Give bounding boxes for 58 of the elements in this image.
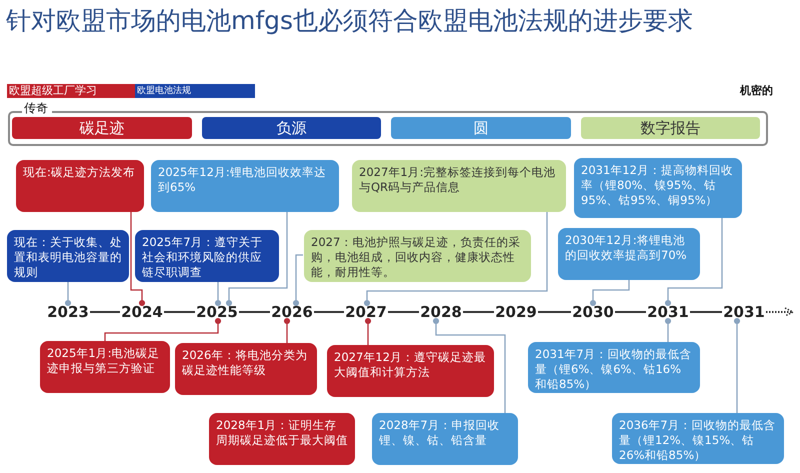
year-label: 2028 (420, 303, 462, 321)
timeline-line (388, 311, 419, 313)
timeline-line (538, 311, 571, 313)
event-box: 2026年：将电池分类为碳足迹性能等级 (175, 343, 317, 395)
year-label: 2027 (345, 303, 387, 321)
event-box: 现在:碳足迹方法发布 (16, 160, 144, 212)
event-box: 2025年1月:电池碳足迹申报与第三方验证 (40, 341, 170, 393)
event-box: 2028年1月：证明生存周期碳足迹低于最大阈值 (209, 413, 355, 465)
leader-line (664, 218, 723, 306)
timeline-line (314, 311, 344, 313)
year-label: 2026 (271, 303, 313, 321)
event-box: 现在：关于收集、处置和表明电池容量的规则 (7, 230, 129, 282)
year-label: 2030 (572, 303, 614, 321)
event-box: 2025年7月：遵守关于社会和环境风险的供应链尽职调查 (135, 230, 279, 282)
timeline-line (239, 311, 270, 313)
legend-swatch: 碳足迹 (12, 117, 192, 139)
event-box: 2031年7月：回收物的最低含量（锂6%、镍6%、钴16%和铅85%） (528, 342, 700, 393)
timeline-line (690, 311, 722, 313)
event-box: 2031年12月：提高物料回收率（锂80%、镍95%、钴95%、钴95%、铜95%） (574, 158, 742, 218)
timeline-line (90, 311, 120, 313)
leader-line (214, 282, 222, 306)
leader-line (64, 282, 72, 306)
event-box: 2025年12月:锂电池回收效率达到65% (151, 160, 339, 212)
timeline-line (463, 311, 494, 313)
leader-line (590, 280, 630, 306)
event-box: 2030年12月:将锂电池的回收效率提高到70% (558, 228, 700, 280)
year-label: 2031 (723, 303, 765, 321)
leader-line (734, 318, 740, 413)
leader-line (104, 318, 222, 341)
leader-line (130, 212, 146, 306)
timeline-line (615, 311, 646, 313)
legend-heading: 传奇 (22, 100, 52, 116)
event-box: 2027年12月：遵守碳足迹最大阈值和计算方法 (327, 345, 494, 397)
event-box: 2027：电池护照与碳足迹，负责任的采购，电池组成，回收内容，健康状态性能，耐用性等。 (304, 230, 531, 282)
leader-line (364, 212, 548, 306)
leader-line (226, 212, 288, 306)
tab: 欧盟超级工厂学习 (7, 84, 135, 98)
title: 针对欧盟市场的电池mfgs也必须符合欧盟电池法规的进步要求 (6, 5, 694, 37)
event-box: 2028年7月：申报回收锂、镍、钴、铅含量 (372, 413, 518, 465)
leader-line (664, 318, 672, 342)
leader-line (292, 254, 303, 306)
leader-line (364, 318, 372, 345)
leader-line (432, 318, 506, 413)
year-label: 2023 (47, 303, 89, 321)
event-box: 2036年7月：回收物的最低含量（锂12%、镍15%、钴26%和铅85%） (612, 413, 784, 464)
year-label: 2025 (196, 303, 238, 321)
timeline-line (164, 311, 195, 313)
legend-swatch: 圆 (391, 117, 570, 139)
legend-swatch: 数字报告 (580, 117, 760, 139)
year-label: 2024 (121, 303, 163, 321)
tab: 欧盟电池法规 (135, 84, 255, 98)
confidential-label: 机密的 (738, 84, 774, 98)
year-label: 2029 (495, 303, 537, 321)
event-box: 2027年1月:完整标签连接到每个电池与QR码与产品信息 (352, 160, 566, 212)
year-label: 2031 (647, 303, 689, 321)
leader-line (284, 318, 290, 343)
legend-swatch: 负源 (202, 117, 381, 139)
arrow (766, 307, 794, 317)
